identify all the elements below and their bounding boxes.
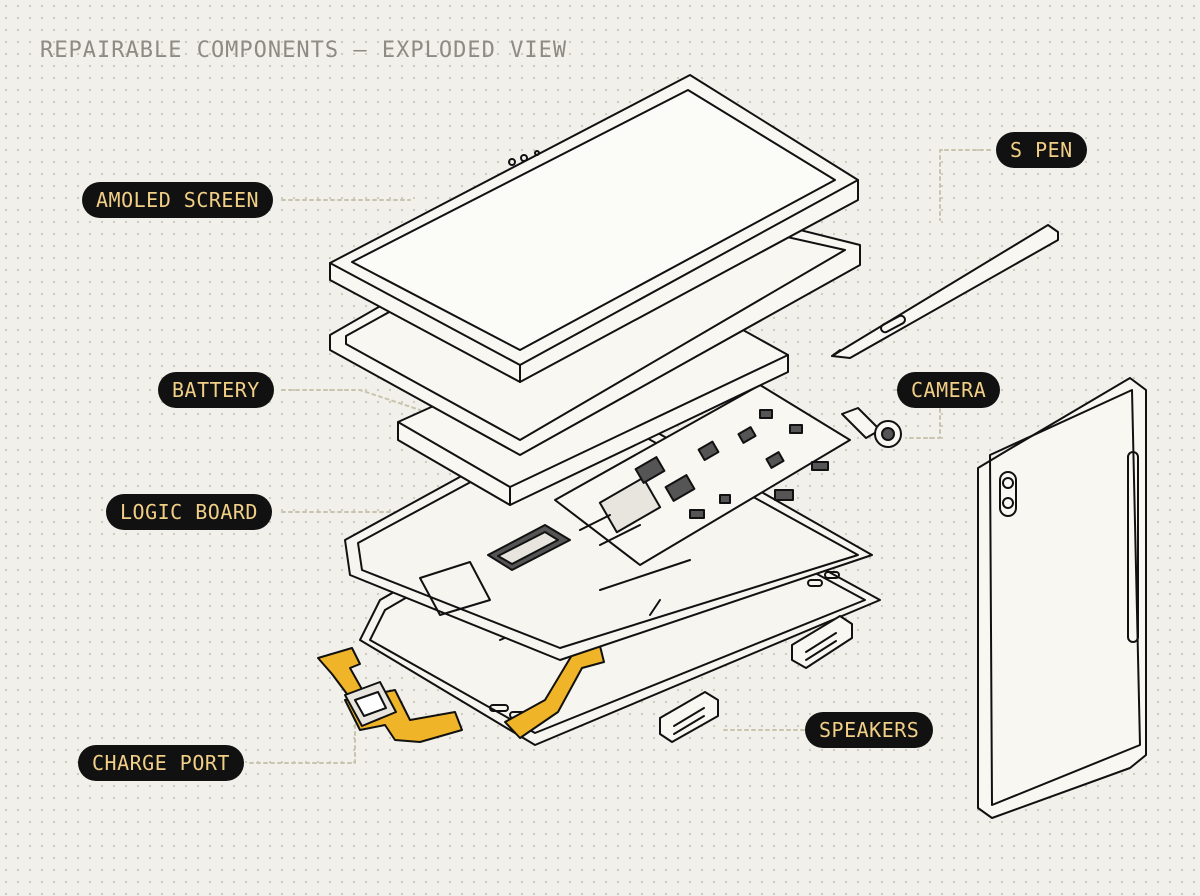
tablet-back-view	[977, 377, 1147, 819]
speaker-upper	[791, 615, 853, 669]
charge-port-connector	[344, 681, 397, 727]
diagram-title: REPAIRABLE COMPONENTS – EXPLODED VIEW	[40, 38, 568, 63]
speaker-lower	[659, 691, 719, 743]
logic-board	[554, 384, 851, 566]
label-camera: CAMERA	[897, 372, 1001, 408]
label-speakers: SPEAKERS	[805, 712, 934, 748]
camera-module	[841, 407, 902, 448]
label-charge-port: CHARGE PORT	[78, 745, 244, 781]
front-camera-dots	[508, 150, 540, 166]
s-pen	[831, 224, 1059, 359]
sim-card	[487, 524, 571, 571]
label-s-pen: S PEN	[996, 132, 1087, 168]
amoled-screen-panel	[329, 74, 859, 383]
label-battery: BATTERY	[158, 372, 274, 408]
label-logic-board: LOGIC BOARD	[106, 494, 272, 530]
label-amoled-screen: AMOLED SCREEN	[82, 182, 274, 218]
